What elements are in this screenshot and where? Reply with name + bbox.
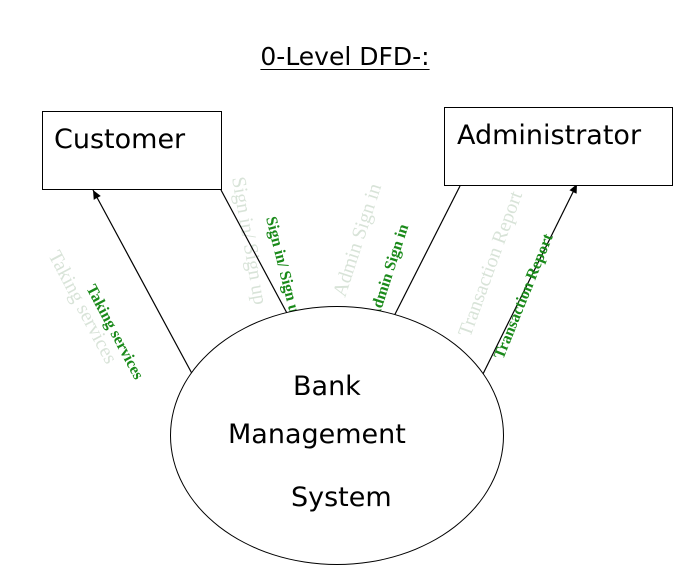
admin-sign-in-arrow xyxy=(386,185,461,331)
sign-in-sign-up-ghost-label: Sign in/ Sign up xyxy=(227,175,271,306)
bank-management-system-process: Bank Management System xyxy=(170,306,504,565)
process-label-line-3: System xyxy=(291,482,392,513)
taking-services-arrow xyxy=(92,189,197,382)
sign-in-sign-up-arrow xyxy=(220,189,297,331)
process-label-line-1: Bank xyxy=(293,371,361,402)
admin-sign-in-label: Admin Sign in xyxy=(366,222,413,321)
customer-entity-label: Customer xyxy=(54,124,186,155)
administrator-entity-box: Administrator xyxy=(444,107,673,186)
transaction-report-arrow xyxy=(479,183,578,381)
administrator-entity-label: Administrator xyxy=(457,120,642,151)
process-label-line-2: Management xyxy=(228,419,406,450)
diagram-title: 0-Level DFD-: xyxy=(260,42,430,71)
customer-entity-box: Customer xyxy=(42,111,222,190)
